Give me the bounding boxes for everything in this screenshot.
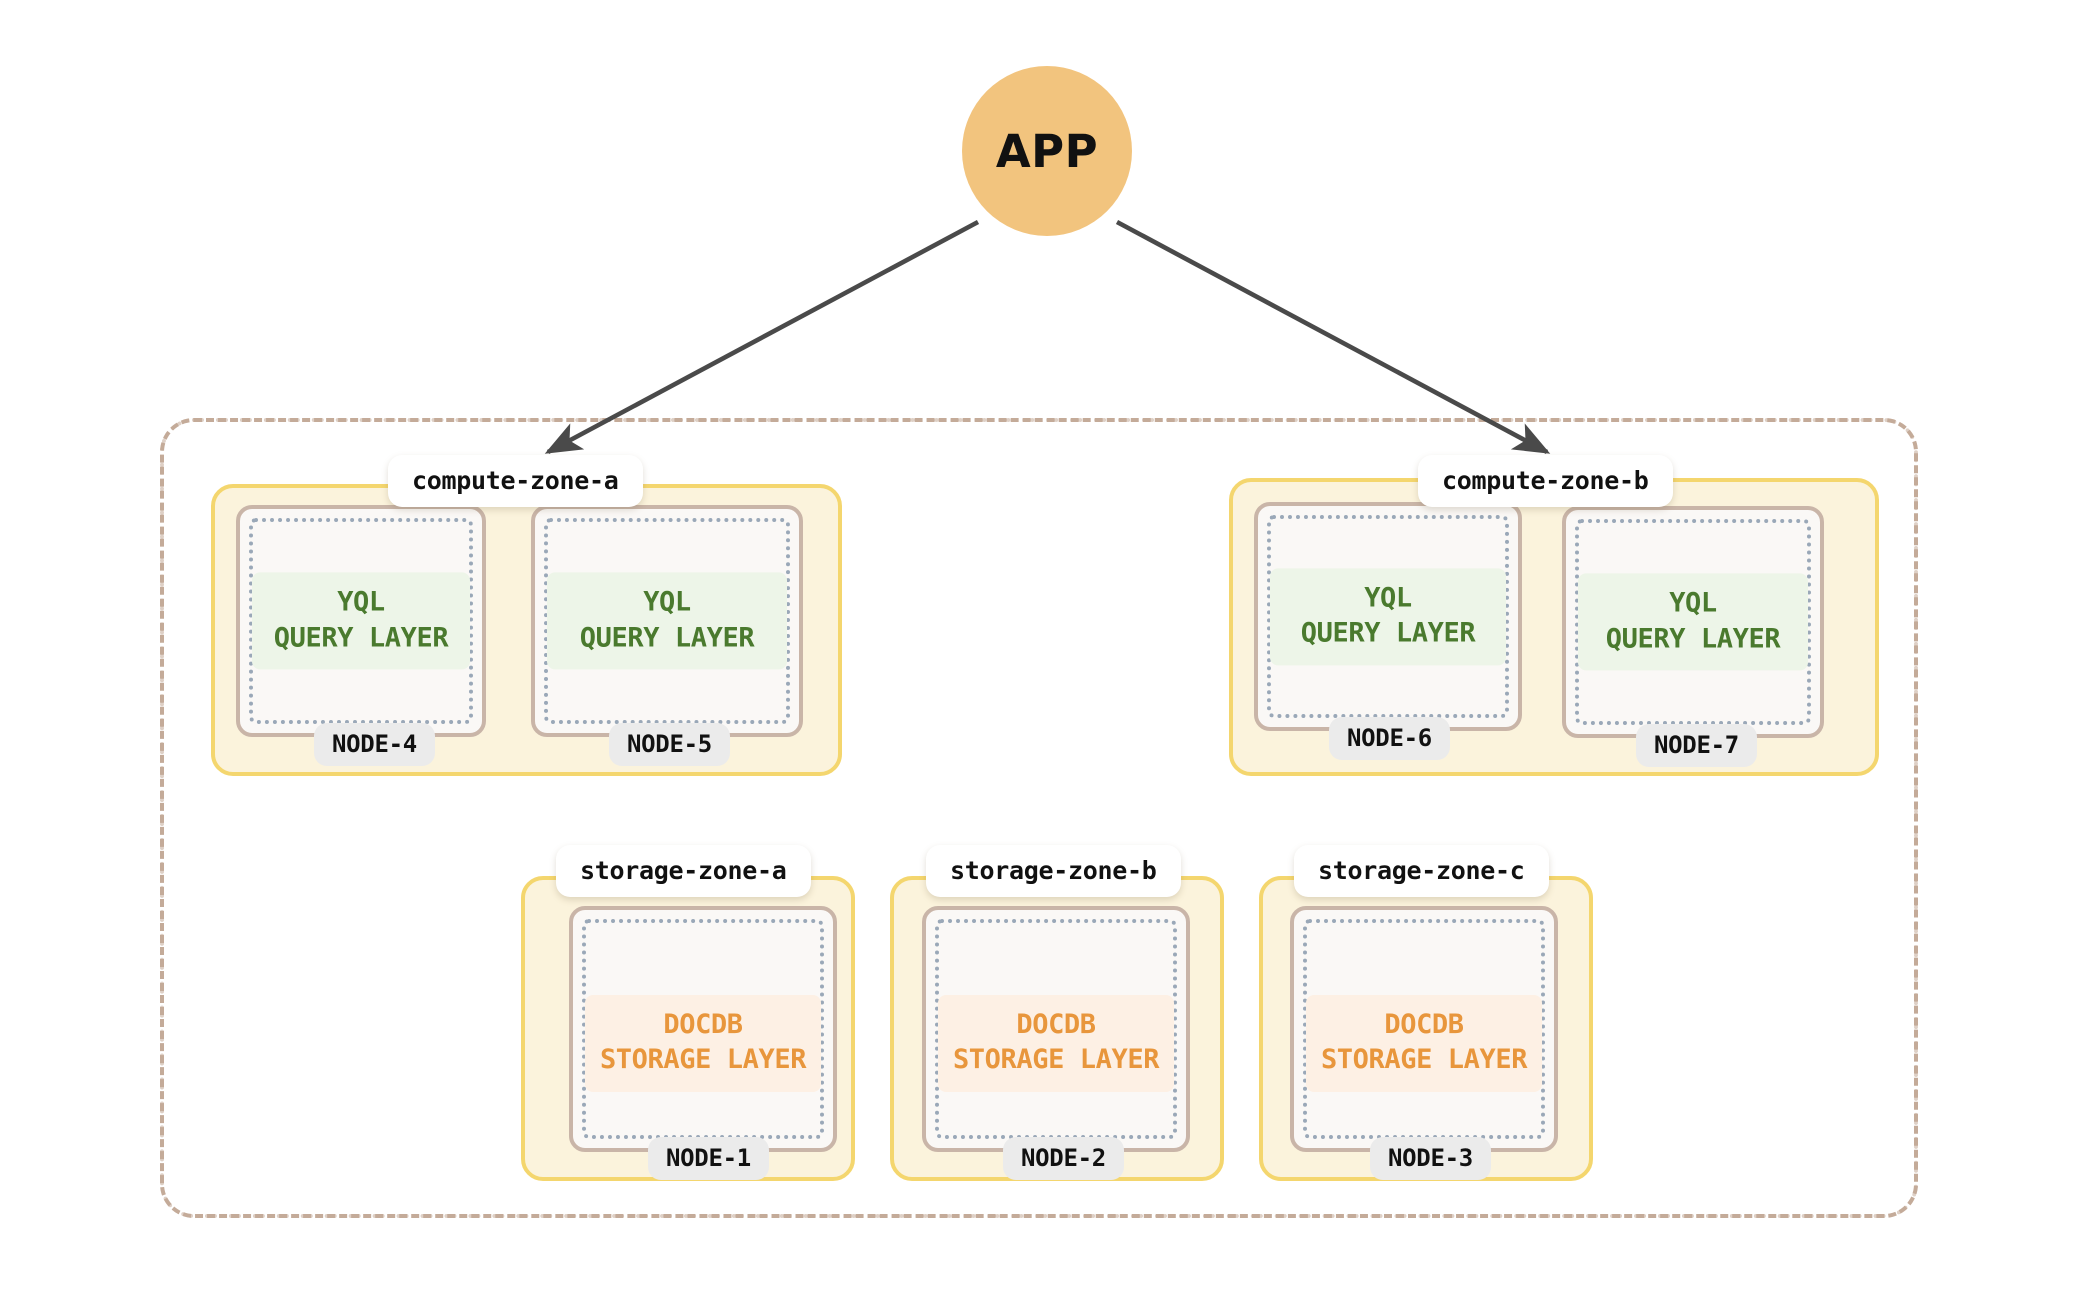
node-inner-border: [544, 518, 790, 724]
layer-line-1: DOCDB: [1016, 1008, 1096, 1040]
node-card-node-7[interactable]: YQL QUERY LAYER: [1562, 506, 1824, 738]
node-card-node-3[interactable]: DOCDB STORAGE LAYER: [1290, 906, 1558, 1152]
yql-query-layer-band: YQL QUERY LAYER: [252, 572, 470, 670]
layer-line-2: STORAGE LAYER: [1320, 1044, 1528, 1076]
cluster-boundary: [160, 418, 1918, 1218]
layer-line-1: YQL: [643, 586, 691, 618]
layer-line-2: STORAGE LAYER: [952, 1044, 1160, 1076]
node-card-node-6[interactable]: YQL QUERY LAYER: [1254, 502, 1522, 731]
node-inner-border: [1267, 515, 1509, 718]
yql-query-layer-band: YQL QUERY LAYER: [1270, 567, 1506, 666]
yql-query-layer-band: YQL QUERY LAYER: [1578, 573, 1808, 671]
yql-query-layer-band: YQL QUERY LAYER: [547, 572, 787, 670]
compute-zone-a-label: compute-zone-a: [388, 455, 643, 507]
compute-zone-b-label: compute-zone-b: [1418, 455, 1673, 507]
node-card-node-2[interactable]: DOCDB STORAGE LAYER: [922, 906, 1190, 1152]
node-card-node-4[interactable]: YQL QUERY LAYER: [236, 505, 486, 737]
node-card-node-1[interactable]: DOCDB STORAGE LAYER: [569, 906, 837, 1152]
docdb-storage-layer-band: DOCDB STORAGE LAYER: [938, 994, 1174, 1092]
layer-line-2: STORAGE LAYER: [599, 1044, 807, 1076]
layer-line-1: YQL: [337, 586, 385, 618]
node-pill-node-2: NODE-2: [1003, 1137, 1124, 1180]
layer-line-2: QUERY LAYER: [579, 622, 755, 653]
layer-line-2: QUERY LAYER: [1300, 617, 1476, 649]
storage-zone-c-label: storage-zone-c: [1294, 845, 1549, 897]
app-label: APP: [995, 124, 1099, 178]
storage-zone-a-label: storage-zone-a: [556, 845, 811, 897]
node-pill-node-5: NODE-5: [609, 723, 730, 766]
docdb-storage-layer-band: DOCDB STORAGE LAYER: [1306, 994, 1542, 1092]
layer-line-1: YQL: [1364, 581, 1412, 613]
node-pill-node-7: NODE-7: [1636, 724, 1757, 767]
node-pill-node-1: NODE-1: [648, 1137, 769, 1180]
node-inner-border: [249, 518, 473, 724]
docdb-storage-layer-band: DOCDB STORAGE LAYER: [585, 994, 821, 1092]
storage-zone-b-label: storage-zone-b: [926, 845, 1181, 897]
layer-line-1: DOCDB: [1384, 1008, 1464, 1040]
layer-line-2: QUERY LAYER: [1605, 623, 1781, 654]
node-inner-border: [1575, 519, 1811, 725]
layer-line-2: QUERY LAYER: [273, 622, 449, 653]
layer-line-1: YQL: [1669, 587, 1717, 619]
app-client-node[interactable]: APP: [962, 66, 1132, 236]
node-card-node-5[interactable]: YQL QUERY LAYER: [531, 505, 803, 737]
layer-line-1: DOCDB: [663, 1008, 743, 1040]
node-pill-node-6: NODE-6: [1329, 717, 1450, 760]
node-pill-node-4: NODE-4: [314, 723, 435, 766]
node-pill-node-3: NODE-3: [1370, 1137, 1491, 1180]
